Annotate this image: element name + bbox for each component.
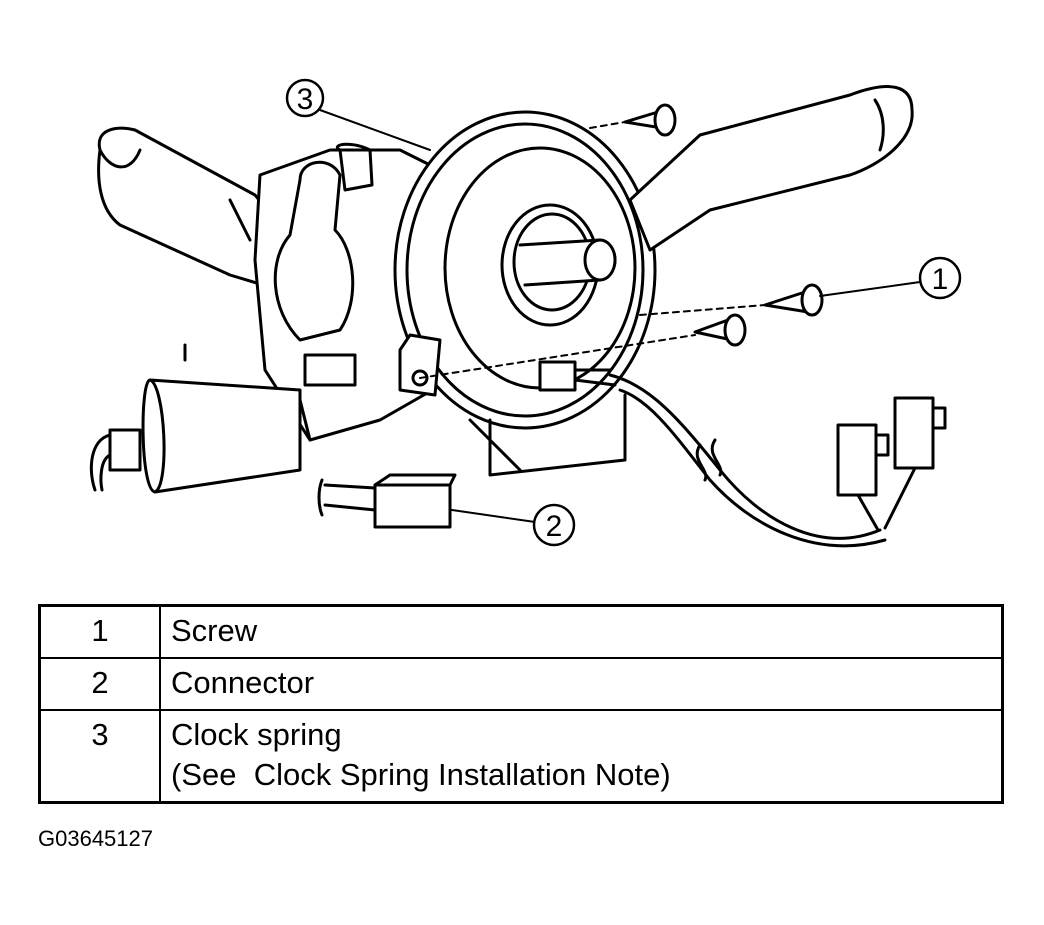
legend-description: Clock spring (See Clock Spring Installat… bbox=[159, 709, 1004, 804]
legend-text: Clock spring bbox=[171, 717, 342, 752]
legend-number: 2 bbox=[38, 657, 161, 711]
steering-column-drawing bbox=[89, 343, 302, 494]
callout-1: 1 bbox=[918, 256, 962, 300]
legend-description: Connector bbox=[159, 657, 1004, 711]
callout-label: 1 bbox=[932, 263, 949, 296]
clock-spring-drawing bbox=[393, 110, 657, 477]
left-stalk-drawing bbox=[97, 126, 302, 292]
clock-spring-diagram: 3 1 2 bbox=[89, 78, 962, 548]
legend-description: Screw bbox=[159, 604, 1004, 659]
right-stalk-drawing bbox=[628, 85, 914, 252]
legend-number: 3 bbox=[38, 709, 161, 804]
alignment-lines bbox=[419, 121, 766, 379]
connector-drawing bbox=[317, 473, 457, 529]
table-row: 3 Clock spring (See Clock Spring Install… bbox=[38, 709, 1004, 804]
callout-label: 2 bbox=[546, 510, 563, 543]
legend-text: Connector bbox=[171, 665, 315, 700]
legend-text: (See Clock Spring Installation Note) bbox=[171, 757, 671, 792]
callout-label: 3 bbox=[297, 83, 314, 116]
screw-drawing bbox=[623, 103, 824, 347]
wire-harness-drawing bbox=[608, 373, 947, 548]
legend-number: 1 bbox=[38, 604, 161, 659]
callout-2: 2 bbox=[532, 503, 576, 547]
table-row: 2 Connector bbox=[38, 657, 1004, 711]
legend-table: 1 Screw 2 Connector 3 Clock spring (See … bbox=[38, 604, 1004, 804]
callout-3: 3 bbox=[285, 78, 325, 118]
legend-text: Screw bbox=[171, 613, 258, 648]
figure-id: G03645127 bbox=[38, 826, 153, 851]
table-row: 1 Screw bbox=[38, 604, 1004, 659]
leader-lines bbox=[319, 109, 921, 523]
